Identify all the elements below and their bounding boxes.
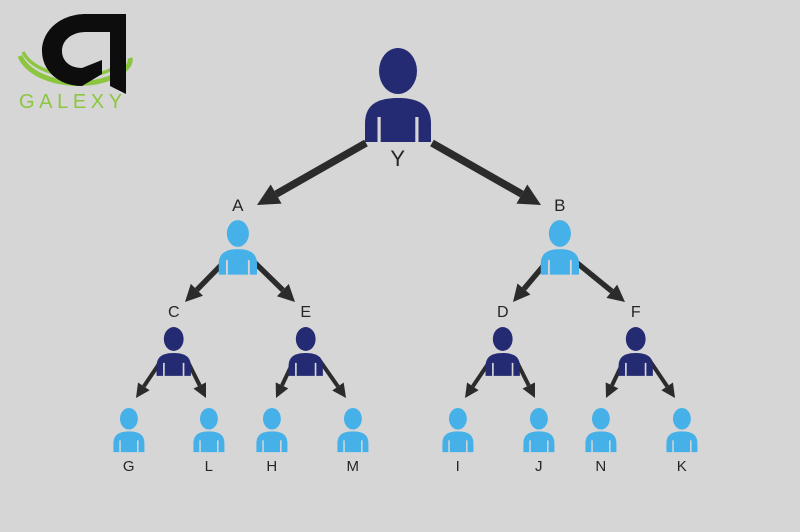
person-icon [523,408,555,453]
node-label-a: A [232,196,244,216]
logo-wordmark: GALEXY [19,91,127,113]
arrow-head-icon [275,382,289,398]
arrow-head-icon [522,382,535,398]
person-icon [156,327,192,376]
node-label-m: M [346,457,360,475]
node-label-k: K [676,457,688,475]
arrow-head-icon [136,382,150,398]
node-figure-n [584,407,618,453]
arrow-head-icon [516,184,541,205]
person-icon [540,220,580,275]
person-icon [113,408,145,453]
tree-node-n[interactable]: N [584,407,618,475]
node-figure-e [287,326,324,376]
tree-node-b[interactable]: B [539,197,581,275]
node-label-g: G [122,457,136,475]
arrow-head-icon [193,382,206,398]
node-figure-g [112,407,146,453]
galexy-logo: GALEXY [8,4,148,114]
node-label-i: I [455,457,461,475]
node-label-h: H [266,457,278,475]
arrow-head-icon [661,382,675,398]
node-figure-m [336,407,370,453]
person-icon [585,408,617,453]
edge-y-to-b [430,139,541,205]
tree-node-c[interactable]: C [155,305,192,376]
tree-node-f[interactable]: F [617,305,654,376]
person-icon [193,408,225,453]
node-figure-j [522,407,556,453]
node-figure-d [484,326,521,376]
tree-node-d[interactable]: D [484,305,521,376]
node-figure-i [441,407,475,453]
person-icon [218,220,258,275]
node-label-f: F [630,304,642,322]
arrow-head-icon [185,283,203,302]
person-icon [485,327,521,376]
tree-node-h[interactable]: H [255,407,289,475]
logo-svg: GALEXY [17,14,133,113]
node-figure-h [255,407,289,453]
person-icon [256,408,288,453]
arrow-head-icon [257,184,282,205]
node-label-y: Y [390,146,406,171]
arrow-head-icon [276,284,295,302]
arrow-head-icon [465,382,479,398]
person-icon [365,48,431,142]
arrow-head-icon [605,382,619,398]
node-label-l: L [204,457,214,475]
arrow-head-icon [606,284,625,302]
node-label-e: E [300,304,312,322]
tree-node-m[interactable]: M [336,407,370,475]
node-label-d: D [496,304,510,322]
person-icon [288,327,324,376]
edge-y-to-a [257,139,368,205]
person-icon [666,408,698,453]
tree-node-l[interactable]: L [192,407,226,475]
node-label-j: J [534,457,543,475]
person-icon [618,327,654,376]
node-figure-y [362,46,434,142]
tree-node-g[interactable]: G [112,407,146,475]
logo-letter-g-icon [42,14,126,94]
person-icon [442,408,474,453]
tree-node-k[interactable]: K [665,407,699,475]
node-figure-a [217,219,259,275]
node-label-c: C [167,304,181,322]
node-label-n: N [595,457,607,475]
node-figure-c [155,326,192,376]
arrow-head-icon [513,283,531,302]
node-label-b: B [554,196,566,216]
node-figure-k [665,407,699,453]
tree-node-i[interactable]: I [441,407,475,475]
tree-node-j[interactable]: J [522,407,556,475]
node-figure-f [617,326,654,376]
tree-node-e[interactable]: E [287,305,324,376]
tree-node-a[interactable]: A [217,197,259,275]
arrow-head-icon [332,382,346,398]
node-figure-b [539,219,581,275]
tree-node-y[interactable]: Y [362,46,434,170]
node-figure-l [192,407,226,453]
person-icon [337,408,369,453]
